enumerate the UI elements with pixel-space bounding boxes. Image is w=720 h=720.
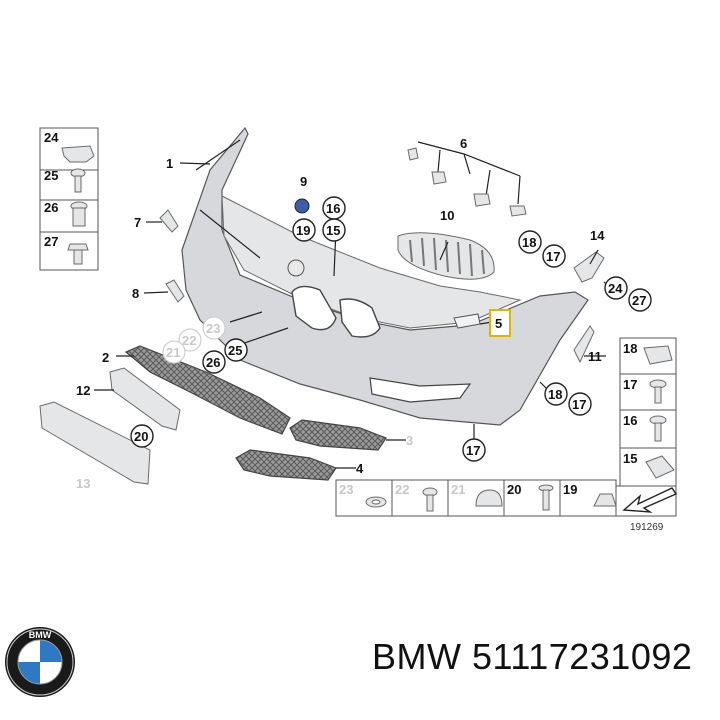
callout-20: 20	[134, 429, 148, 444]
part-number-caption: BMW 51117231092	[372, 636, 692, 678]
legend-num-19: 19	[563, 482, 577, 497]
emblem-part	[294, 198, 310, 214]
clip-icon	[61, 145, 95, 163]
callout-23: 23	[206, 321, 220, 336]
callout-5: 5	[495, 316, 502, 331]
screw-icon	[649, 415, 667, 442]
license-plate-trim	[39, 401, 151, 485]
callout-16: 16	[326, 201, 340, 216]
legend-bottom: 23 22 21 20 19 191269	[335, 479, 678, 533]
callout-18a: 18	[522, 235, 536, 250]
callout-4: 4	[356, 461, 364, 476]
holder-brackets	[407, 141, 527, 217]
legend-num-26: 26	[44, 200, 58, 215]
screw-icon	[538, 484, 554, 511]
legend-num-18: 18	[623, 341, 637, 356]
callout-6: 6	[460, 136, 467, 151]
clip-nut-icon	[643, 345, 673, 365]
callout-17a: 17	[546, 249, 560, 264]
callout-25: 25	[228, 343, 242, 358]
square-seal-icon	[645, 455, 675, 479]
kidney-opening-left	[291, 285, 337, 331]
part-number: 51117231092	[472, 636, 693, 677]
legend-num-17: 17	[623, 377, 637, 392]
legend-left: 24 25 26 27	[39, 127, 99, 271]
legend-num-15: 15	[623, 451, 637, 466]
callout-27: 27	[632, 293, 646, 308]
kidney-opening-right	[339, 298, 381, 338]
side-support-bracket	[573, 251, 605, 283]
direction-arrow-icon	[622, 487, 678, 513]
legend-num-16: 16	[623, 413, 637, 428]
kidney-grille	[397, 232, 495, 280]
legend-num-21: 21	[451, 482, 465, 497]
diagram-code: 191269	[630, 522, 664, 533]
callout-1: 1	[166, 156, 173, 171]
bumper-trim-panel	[181, 126, 589, 426]
callout-10: 10	[440, 208, 454, 223]
side-grille-left	[235, 449, 337, 481]
callout-24: 24	[608, 281, 623, 296]
side-bracket	[159, 209, 179, 233]
legend-num-25: 25	[44, 168, 58, 183]
callout-21: 21	[166, 345, 180, 360]
callout-17c: 17	[466, 443, 480, 458]
highlight-box	[489, 309, 511, 337]
callout-8: 8	[132, 286, 139, 301]
side-reflector	[573, 325, 595, 364]
callout-18b: 18	[548, 387, 562, 402]
legend-num-22: 22	[395, 482, 409, 497]
screw-icon	[649, 379, 667, 404]
hood-emblem	[287, 259, 305, 277]
callout-3: 3	[406, 433, 413, 448]
callout-11: 11	[588, 349, 602, 364]
callout-9: 9	[300, 174, 307, 189]
callout-26: 26	[206, 355, 220, 370]
callout-2: 2	[102, 350, 109, 365]
callout-14: 14	[590, 228, 605, 243]
callout-12: 12	[76, 383, 90, 398]
callout-19: 19	[296, 223, 310, 238]
bolt-icon	[422, 487, 438, 512]
brand-name: BMW	[372, 636, 462, 677]
callout-15: 15	[326, 223, 340, 238]
callouts: 1 2 3 4 5 6 7 8 9 10 11 12 13 14 16 15 1…	[76, 136, 652, 491]
lower-air-opening	[369, 377, 472, 403]
side-grille-right	[289, 419, 387, 451]
callout-22: 22	[182, 333, 196, 348]
callout-7: 7	[134, 215, 141, 230]
logo-lettering: BMW	[29, 630, 52, 640]
callout-13: 13	[76, 476, 90, 491]
legend-num-24: 24	[44, 130, 59, 145]
screw-icon	[70, 168, 86, 193]
expanding-nut-icon	[70, 201, 88, 227]
grommet-icon	[593, 493, 617, 507]
tow-eye-cover	[165, 279, 185, 303]
bmw-logo: BMW	[5, 627, 75, 697]
flange-screw-icon	[67, 243, 89, 265]
washer-icon	[365, 496, 387, 508]
callout-17b: 17	[572, 397, 586, 412]
cap-icon	[475, 489, 503, 507]
legend-right: 18 17 16 15	[619, 337, 677, 487]
legend-num-20: 20	[507, 482, 521, 497]
legend-num-23: 23	[339, 482, 353, 497]
legend-num-27: 27	[44, 234, 58, 249]
